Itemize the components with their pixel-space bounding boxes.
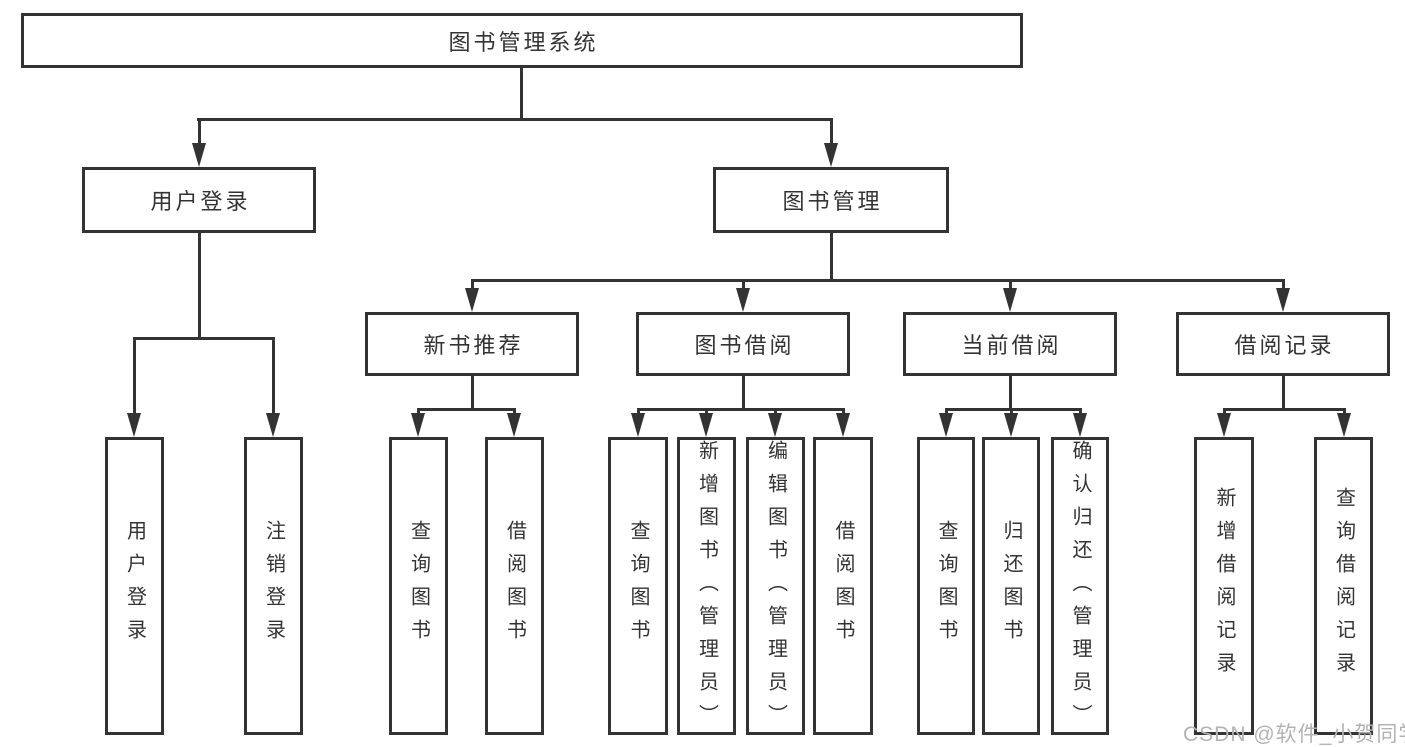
connector-line bbox=[133, 337, 136, 416]
leaf-records-add-record: 新增借阅记录 bbox=[1194, 437, 1254, 735]
connector-line bbox=[513, 408, 516, 414]
node-label: 编辑图书（管理员） bbox=[764, 440, 787, 737]
node-new-book-recommend: 新书推荐 bbox=[365, 312, 579, 376]
leaf-borrowing-borrow-books: 借阅图书 bbox=[813, 437, 873, 735]
node-label: 查询图书 bbox=[407, 520, 430, 652]
connector-line bbox=[471, 279, 1285, 282]
watermark: CSDN @软件_小贺同学 bbox=[1183, 723, 1405, 746]
arrow-down-icon bbox=[1073, 413, 1087, 437]
connector-line bbox=[272, 337, 275, 416]
node-current-borrowing: 当前借阅 bbox=[903, 312, 1117, 376]
node-label: 图书管理 bbox=[782, 189, 883, 214]
connector-line bbox=[830, 233, 833, 279]
node-label: 新书推荐 bbox=[423, 333, 524, 358]
connector-line bbox=[1223, 408, 1226, 414]
arrow-down-icon bbox=[824, 143, 838, 167]
connector-line bbox=[742, 279, 745, 291]
node-book-management: 图书管理 bbox=[713, 167, 949, 233]
connector-line bbox=[1010, 408, 1013, 414]
node-label: 借阅图书 bbox=[832, 520, 854, 652]
node-label: 确认归还（管理员） bbox=[1069, 440, 1091, 737]
arrow-down-icon bbox=[411, 413, 425, 437]
connector-line bbox=[1282, 279, 1285, 291]
connector-line bbox=[1223, 408, 1346, 411]
arrow-down-icon bbox=[768, 413, 782, 437]
leaf-recommend-query-books: 查询图书 bbox=[389, 437, 448, 735]
arrow-down-icon bbox=[507, 413, 521, 437]
connector-line bbox=[1009, 279, 1012, 291]
connector-line bbox=[742, 376, 745, 408]
leaf-recommend-borrow-books: 借阅图书 bbox=[485, 437, 544, 735]
connector-line bbox=[774, 408, 777, 414]
connector-line bbox=[1343, 408, 1346, 414]
leaf-borrowing-edit-books: 编辑图书（管理员） bbox=[746, 437, 805, 737]
node-label: 借阅记录 bbox=[1234, 333, 1335, 358]
leaf-current-confirm-return: 确认归还（管理员） bbox=[1051, 437, 1109, 737]
arrow-down-icon bbox=[736, 288, 750, 312]
leaf-borrowing-query-books: 查询图书 bbox=[608, 437, 668, 735]
leaf-records-query-record: 查询借阅记录 bbox=[1314, 437, 1373, 735]
connector-line bbox=[945, 408, 1082, 411]
connector-line bbox=[417, 408, 516, 411]
node-library-system: 图书管理系统 bbox=[21, 13, 1023, 68]
arrow-down-icon bbox=[836, 413, 850, 437]
arrow-down-icon bbox=[1004, 413, 1018, 437]
node-label: 归还图书 bbox=[1000, 520, 1022, 652]
leaf-current-query-books: 查询图书 bbox=[917, 437, 975, 735]
connector-line bbox=[842, 408, 845, 414]
arrow-down-icon bbox=[192, 143, 206, 167]
node-label: 新增借阅记录 bbox=[1213, 487, 1235, 685]
connector-line bbox=[133, 337, 275, 340]
connector-line bbox=[637, 408, 845, 411]
connector-line bbox=[830, 118, 833, 146]
connector-line bbox=[637, 408, 640, 414]
arrow-down-icon bbox=[1003, 288, 1017, 312]
connector-line bbox=[945, 408, 948, 414]
node-label: 查询图书 bbox=[627, 520, 649, 652]
arrow-down-icon bbox=[1276, 288, 1290, 312]
leaf-current-return-books: 归还图书 bbox=[982, 437, 1040, 735]
connector-line bbox=[471, 279, 474, 291]
arrow-down-icon bbox=[1337, 413, 1351, 437]
arrow-down-icon bbox=[127, 413, 141, 437]
node-label: 用户登录 bbox=[123, 520, 146, 652]
connector-line bbox=[1282, 376, 1285, 408]
arrow-down-icon bbox=[1217, 413, 1231, 437]
node-label: 当前借阅 bbox=[961, 333, 1062, 358]
arrow-down-icon bbox=[939, 413, 953, 437]
connector-line bbox=[705, 408, 708, 414]
connector-line bbox=[198, 233, 201, 337]
node-label: 查询借阅记录 bbox=[1332, 487, 1355, 685]
arrow-down-icon bbox=[699, 413, 713, 437]
node-label: 借阅图书 bbox=[503, 520, 526, 652]
connector-line bbox=[1079, 408, 1082, 414]
node-label: 新增图书（管理员） bbox=[695, 440, 718, 737]
connector-line bbox=[197, 118, 833, 121]
node-label: 图书管理系统 bbox=[448, 29, 599, 55]
connector-line bbox=[1009, 376, 1012, 408]
arrow-down-icon bbox=[631, 413, 645, 437]
connector-line bbox=[471, 376, 474, 408]
leaf-logout: 注销登录 bbox=[244, 437, 303, 735]
node-borrowing-records: 借阅记录 bbox=[1176, 312, 1390, 376]
arrow-down-icon bbox=[266, 413, 280, 437]
arrow-down-icon bbox=[465, 288, 479, 312]
leaf-user-login: 用户登录 bbox=[105, 437, 164, 735]
connector-line bbox=[520, 68, 523, 119]
leaf-borrowing-add-books: 新增图书（管理员） bbox=[677, 437, 736, 737]
node-label: 图书借阅 bbox=[694, 333, 795, 358]
node-book-borrowing: 图书借阅 bbox=[636, 312, 850, 376]
node-label: 查询图书 bbox=[935, 520, 957, 652]
node-user-login: 用户登录 bbox=[82, 167, 316, 233]
connector-line bbox=[198, 118, 201, 146]
node-label: 注销登录 bbox=[262, 520, 285, 652]
connector-line bbox=[417, 408, 420, 414]
node-label: 用户登录 bbox=[150, 189, 251, 214]
